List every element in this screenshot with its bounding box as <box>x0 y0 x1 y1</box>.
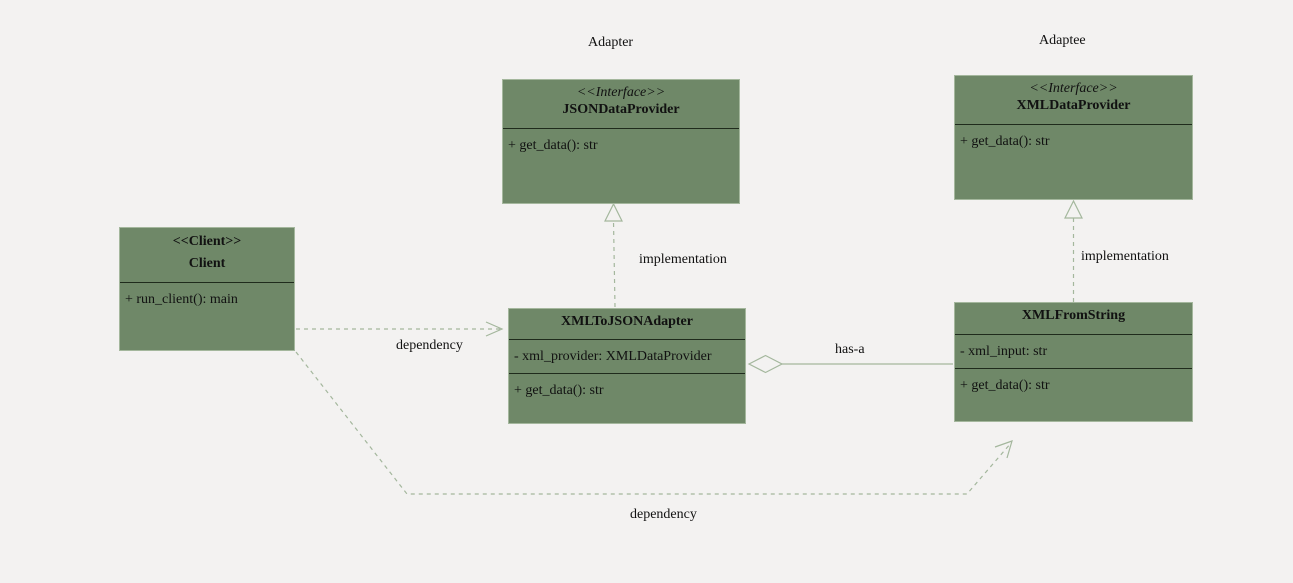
xml-data-provider-header: <<Interface>> XMLDataProvider <box>955 76 1192 125</box>
xml-from-string-header: XMLFromString <box>955 303 1192 335</box>
xml-to-json-adapter-header: XMLToJSONAdapter <box>509 309 745 340</box>
adapter-implementation-label: implementation <box>639 252 727 267</box>
client-header: <<Client>> Client <box>120 228 294 283</box>
adapter-implementation-line <box>612 220 616 308</box>
method: + get_data(): str <box>960 378 1050 393</box>
xml-data-provider-methods: + get_data(): str <box>955 125 1192 150</box>
client-adaptee-dependency-line <box>295 351 1012 495</box>
client-stereotype: <<Client>> <box>172 234 242 249</box>
xml-data-provider-stereotype: <<Interface>> <box>1029 81 1118 96</box>
client-adaptee-dependency-arrowhead <box>994 440 1013 459</box>
attribute: - xml_input: str <box>960 344 1048 359</box>
client-name: Client <box>188 256 226 271</box>
xml-from-string-class[interactable]: XMLFromString - xml_input: str + get_dat… <box>954 302 1193 422</box>
xml-from-string-name: XMLFromString <box>1021 308 1126 323</box>
xml-from-string-methods: + get_data(): str <box>955 369 1192 394</box>
adaptee-implementation-label: implementation <box>1081 249 1169 264</box>
xml-to-json-adapter-class[interactable]: XMLToJSONAdapter - xml_provider: XMLData… <box>508 308 746 424</box>
adaptee-implementation-arrowhead <box>1064 199 1083 219</box>
method: + get_data(): str <box>508 138 598 153</box>
xml-to-json-adapter-methods: + get_data(): str <box>509 374 745 399</box>
client-adapter-dependency-arrowhead <box>485 321 504 337</box>
client-class[interactable]: <<Client>> Client + run_client(): main <box>119 227 295 351</box>
json-data-provider-stereotype: <<Interface>> <box>576 85 666 100</box>
method: + run_client(): main <box>125 292 238 307</box>
attribute: - xml_provider: XMLDataProvider <box>514 349 712 364</box>
xml-data-provider-class[interactable]: <<Interface>> XMLDataProvider + get_data… <box>954 75 1193 200</box>
xml-to-json-adapter-attributes: - xml_provider: XMLDataProvider <box>509 340 745 374</box>
json-data-provider-methods: + get_data(): str <box>503 129 739 154</box>
client-adapter-dependency-label: dependency <box>396 338 463 353</box>
aggregation-diamond <box>747 354 784 374</box>
adapter-implementation-arrowhead <box>604 202 623 222</box>
adapter-group-label: Adapter <box>588 35 634 50</box>
aggregation-label: has-a <box>835 342 865 357</box>
client-adaptee-dependency-label: dependency <box>630 507 697 522</box>
adaptee-group-label: Adaptee <box>1039 33 1086 48</box>
method: + get_data(): str <box>514 383 604 398</box>
method: + get_data(): str <box>960 134 1050 149</box>
client-methods: + run_client(): main <box>120 283 294 308</box>
xml-to-json-adapter-name: XMLToJSONAdapter <box>561 314 693 329</box>
xml-from-string-attributes: - xml_input: str <box>955 335 1192 369</box>
json-data-provider-class[interactable]: <<Interface>> JSONDataProvider + get_dat… <box>502 79 740 204</box>
xml-data-provider-name: XMLDataProvider <box>1016 98 1131 113</box>
json-data-provider-name: JSONDataProvider <box>562 102 680 117</box>
json-data-provider-header: <<Interface>> JSONDataProvider <box>503 80 739 129</box>
